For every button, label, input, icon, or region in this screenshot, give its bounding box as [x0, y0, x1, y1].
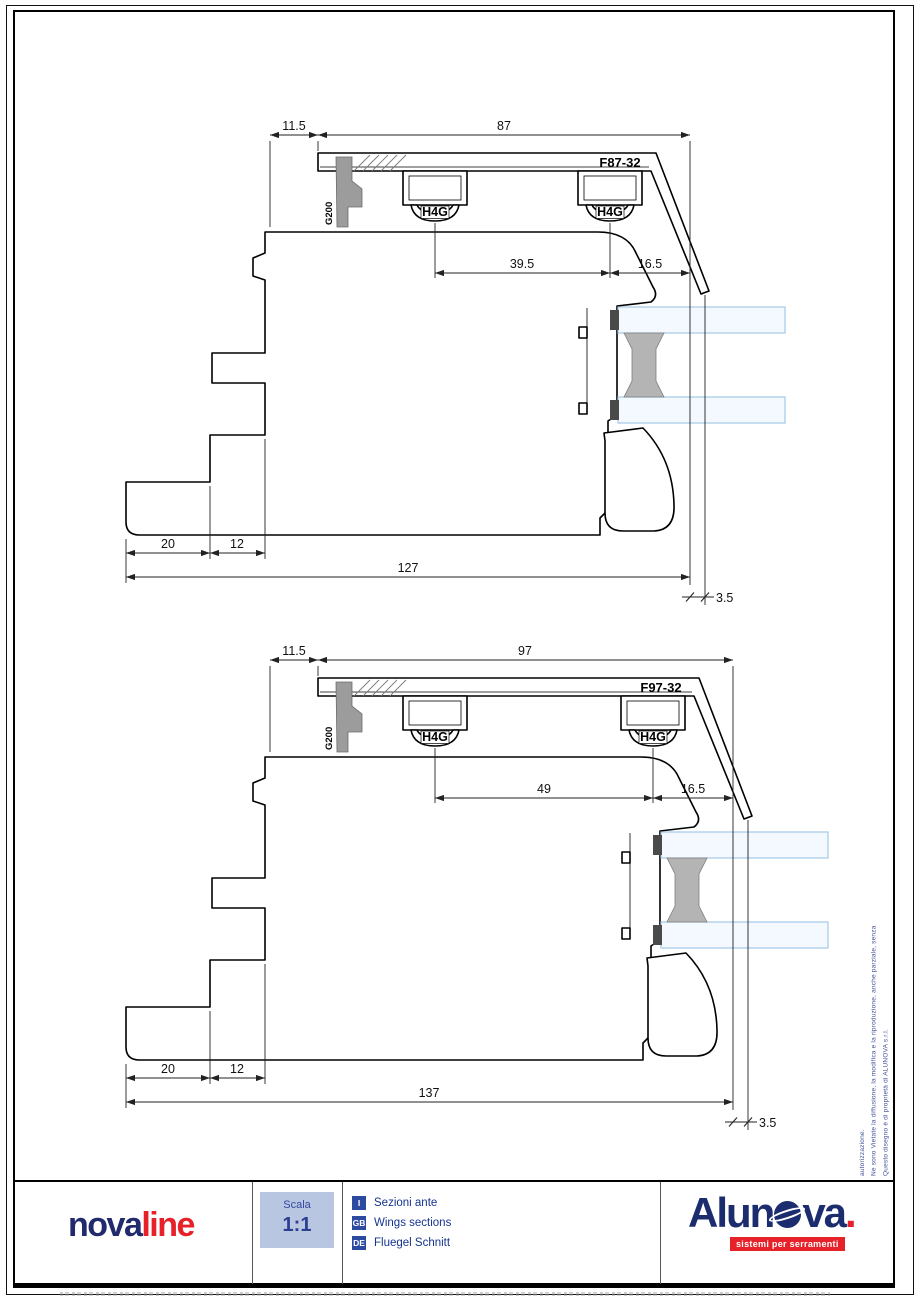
dim-overhang: 11.5 [282, 119, 305, 133]
title-it: Sezioni ante [374, 1197, 438, 1209]
planet-ring-icon [767, 1204, 807, 1225]
glazing-bead [603, 427, 675, 532]
scale-value: 1:1 [282, 1214, 312, 1236]
h4g-label-box [638, 730, 668, 744]
dim-foot: 20 [161, 1062, 175, 1076]
profile-code-label: F87-32 [599, 155, 640, 170]
dim-gasket-spacing: 49 [537, 782, 551, 796]
cut-hatching [353, 679, 407, 697]
glass-unit [652, 831, 829, 949]
scale-label: Scala [283, 1199, 311, 1211]
h4g-label-box [420, 205, 450, 219]
h4g-label-box [595, 205, 625, 219]
glazing-gasket-label: H4G [597, 205, 623, 219]
pocket-hook [578, 326, 588, 339]
lang-badge-it: I [352, 1196, 366, 1210]
gasket-code-label: G200 [324, 727, 335, 750]
gasket-g200 [335, 156, 363, 228]
dim-step: 12 [230, 537, 244, 551]
ownership-note: Questo disegno è di proprietà di ALUNOVA… [857, 896, 892, 1176]
scale-box: Scala 1:1 [260, 1192, 334, 1248]
dim-overhang: 11.5 [282, 644, 305, 658]
dim-edge-offset: 16.5 [638, 257, 662, 271]
dim-tip-offset: 3.5 [716, 591, 733, 605]
dimensions-f97-32: 11.5 97 49 16.5 20 12 137 3.5 [125, 644, 776, 1130]
glazing-gasket-label: H4G [422, 205, 448, 219]
profile-code-label: F97-32 [640, 680, 681, 695]
dimensions-f87-32: 11.5 87 39.5 16.5 20 12 127 3.5 [125, 119, 733, 605]
alunova-dot: . [845, 1189, 857, 1236]
sheet-frame [13, 10, 895, 1288]
planet-icon [767, 1201, 807, 1228]
sash-body-outline [125, 756, 700, 1061]
titleblock-divider [252, 1182, 253, 1284]
dim-width-top: 97 [518, 644, 532, 658]
section-drawing-f97-32: G200 H4G H4G F97-32 [125, 644, 829, 1130]
section-drawing-f87-32: G200 H4G H4G F87-32 [125, 119, 786, 605]
novaline-logo-red: line [141, 1206, 195, 1244]
ownership-note-line: Ne sono Vietate la diffusione, la modifi… [858, 925, 878, 1176]
titleblock-separator [15, 1180, 893, 1182]
gasket-code-label: G200 [324, 202, 335, 225]
alunova-word-end: va [802, 1189, 847, 1236]
sash-body-outline [125, 231, 657, 536]
glass-unit [609, 306, 786, 424]
dim-foot: 20 [161, 537, 175, 551]
dim-total: 127 [398, 561, 419, 575]
dim-width-top: 87 [497, 119, 511, 133]
alunova-word-start: Alun [688, 1189, 775, 1236]
drawing-title-languages: I Sezioni ante GB Wings sections DE Flue… [352, 1193, 451, 1253]
novaline-logo: novaline [68, 1206, 195, 1245]
pocket-hook [578, 402, 588, 415]
profile-sections-canvas: G200 H4G H4G F87-32 [125, 119, 829, 1130]
cut-hatching [353, 154, 407, 172]
dim-total: 137 [419, 1086, 440, 1100]
glazing-gasket-label: H4G [422, 730, 448, 744]
titleblock-divider [660, 1182, 661, 1284]
title-gb: Wings sections [374, 1217, 452, 1229]
glazing-gasket-label: H4G [640, 730, 666, 744]
dim-step: 12 [230, 1062, 244, 1076]
title-row-it: I Sezioni ante [352, 1193, 451, 1213]
dim-tip-offset: 3.5 [759, 1116, 776, 1130]
alunova-tagline: sistemi per serramenti [730, 1237, 845, 1251]
title-row-de: DE Fluegel Schnitt [352, 1233, 451, 1253]
lang-badge-de: DE [352, 1236, 366, 1250]
pocket-hook [621, 927, 631, 940]
title-de: Fluegel Schnitt [374, 1237, 451, 1249]
dim-edge-offset: 16.5 [681, 782, 705, 796]
ownership-note-line: Questo disegno è di proprietà di ALUNOVA… [882, 1029, 890, 1176]
glazing-bead [646, 952, 718, 1057]
novaline-logo-blue: nova [68, 1206, 143, 1244]
h4g-label-box [420, 730, 450, 744]
pocket-hook [621, 851, 631, 864]
gasket-g200 [335, 681, 363, 753]
dim-gasket-spacing: 39.5 [510, 257, 534, 271]
title-row-gb: GB Wings sections [352, 1213, 451, 1233]
lang-badge-gb: GB [352, 1216, 366, 1230]
titleblock-divider [342, 1182, 343, 1284]
fine-print-strip [60, 1292, 830, 1296]
